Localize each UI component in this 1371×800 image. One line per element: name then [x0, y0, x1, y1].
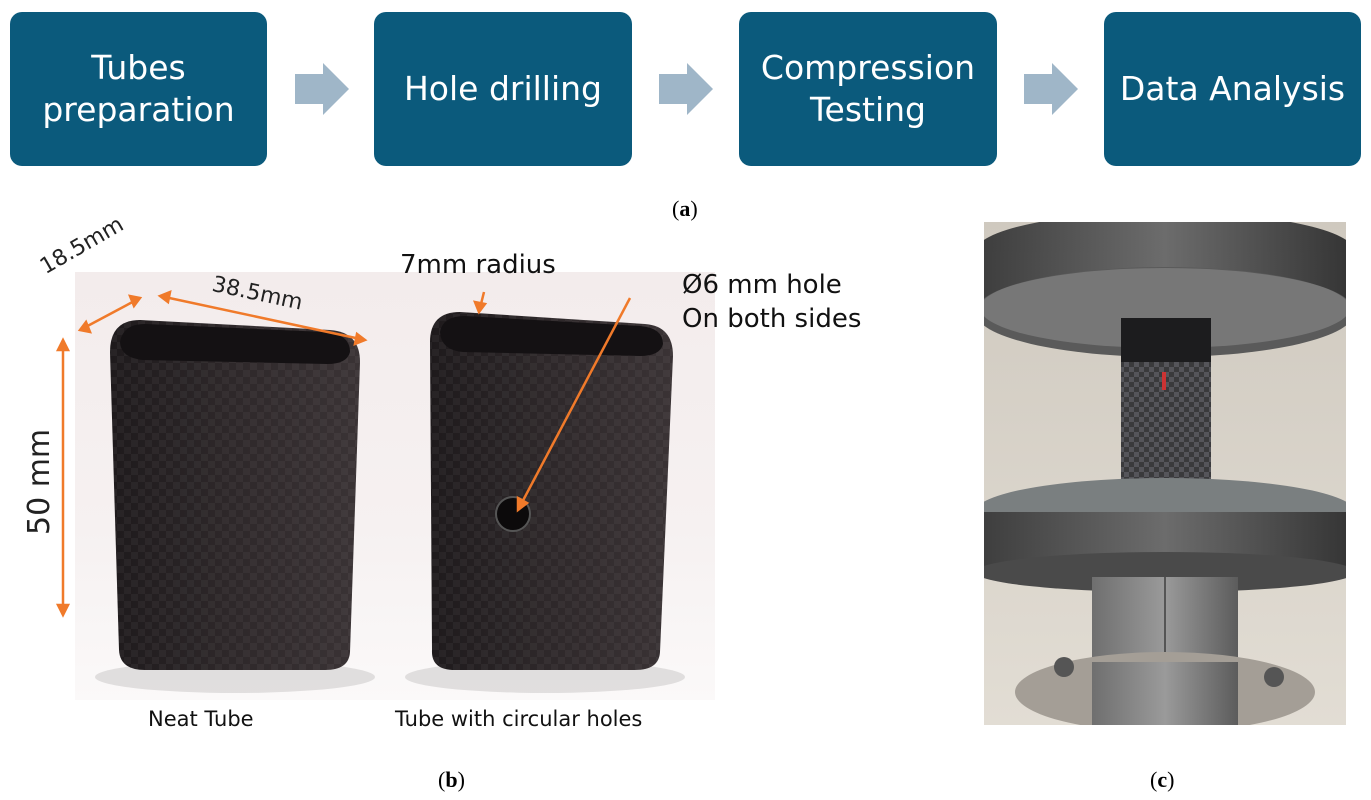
hole-annotation: Ø6 mm hole On both sides — [682, 270, 862, 334]
height-dimension-label: 50 mm — [22, 428, 57, 535]
panel-label-a: (a) — [672, 196, 698, 221]
flow-step-data-analysis: Data Analysis — [1104, 12, 1361, 166]
flow-step-label: Tubes preparation — [42, 48, 235, 129]
holed-tube-caption: Tube with circular holes — [395, 707, 643, 731]
radius-annotation: 7mm radius — [400, 250, 556, 280]
neat-tube — [110, 320, 360, 670]
tubes-photo — [75, 272, 715, 700]
flow-step-label: Compression Testing — [760, 48, 976, 129]
panel-label-b: (b) — [438, 767, 465, 792]
flow-step-label: Hole drilling — [403, 69, 603, 108]
holed-tube — [430, 312, 673, 670]
panel-label-c: (c) — [1150, 767, 1175, 792]
flow-step-label: Data Analysis — [1119, 69, 1346, 108]
neat-tube-caption: Neat Tube — [148, 707, 254, 731]
tubes-illustration — [95, 312, 685, 693]
flow-step-tubes-preparation: Tubes preparation — [10, 12, 267, 166]
compression-illustration — [984, 222, 1346, 725]
flow-step-compression-testing: Compression Testing — [739, 12, 997, 166]
flow-step-hole-drilling: Hole drilling — [374, 12, 632, 166]
compression-test-photo — [984, 222, 1346, 725]
